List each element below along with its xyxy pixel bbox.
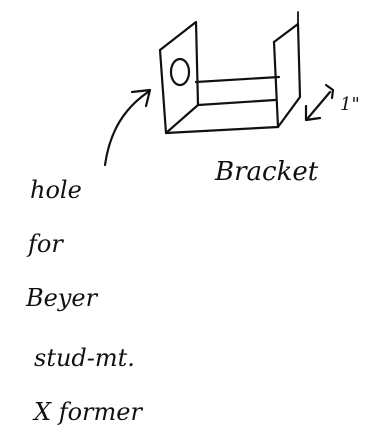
note-line-4: stud-mt.: [34, 344, 135, 372]
dimension-label: 1": [340, 94, 360, 115]
note-line-2: for: [26, 230, 64, 258]
dimension-arrow-head-1: [304, 104, 322, 122]
dimension-arrow-head-2: [324, 83, 335, 100]
dimension-arrow: [306, 90, 332, 120]
note-line-3: Beyer: [25, 284, 99, 312]
bracket-right-panel-back: [272, 22, 302, 129]
hole-pointer-arrow: [103, 90, 150, 167]
bracket-base-back: [196, 98, 277, 107]
note-line-5: X former: [32, 398, 143, 426]
bracket-right-panel-front: [272, 40, 280, 129]
bracket-base-mid: [194, 75, 281, 84]
bracket-left-panel: [158, 20, 200, 135]
hole-pointer-arrow-head: [130, 88, 152, 108]
bracket-label: Bracket: [214, 157, 319, 187]
note-line-1: hole: [30, 176, 82, 204]
bracket-base-front: [164, 125, 280, 135]
bracket-hole: [169, 57, 191, 87]
